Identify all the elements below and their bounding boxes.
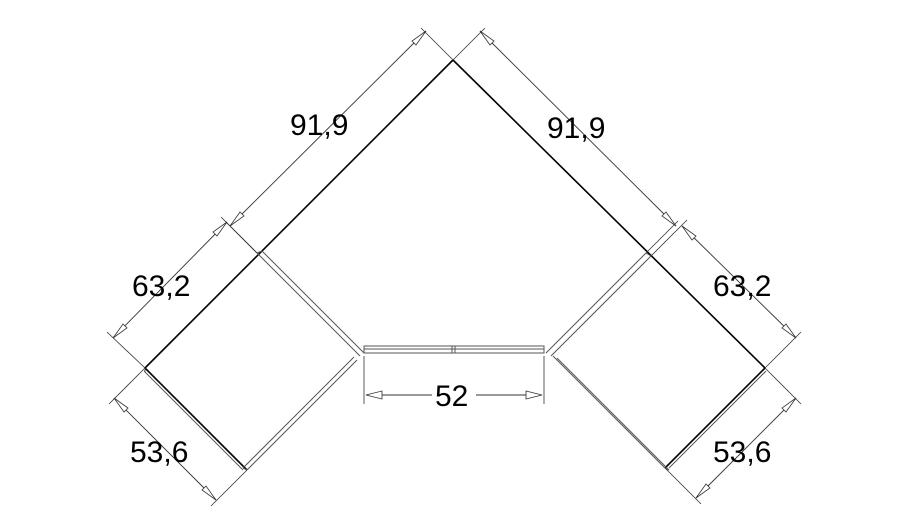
label-top-left: 91,9 xyxy=(290,109,348,142)
label-mid-left: 63,2 xyxy=(132,270,190,303)
dimension-mid-left xyxy=(106,216,258,369)
left-side-cabinet xyxy=(143,250,365,471)
label-bottom-left: 53,6 xyxy=(130,436,188,469)
front-doors xyxy=(363,345,545,354)
label-top-right: 91,9 xyxy=(547,112,605,145)
dimension-bottom-left xyxy=(108,367,248,507)
dimension-front xyxy=(363,356,545,404)
dimension-top-right xyxy=(452,27,679,254)
dimension-bottom-right xyxy=(664,367,802,505)
right-side-cabinet xyxy=(545,252,767,471)
label-bottom-right: 53,6 xyxy=(713,436,771,469)
dimension-mid-right xyxy=(650,219,802,369)
label-mid-right: 63,2 xyxy=(713,270,771,303)
cabinet-outline xyxy=(144,59,766,471)
label-front: 52 xyxy=(435,380,468,413)
